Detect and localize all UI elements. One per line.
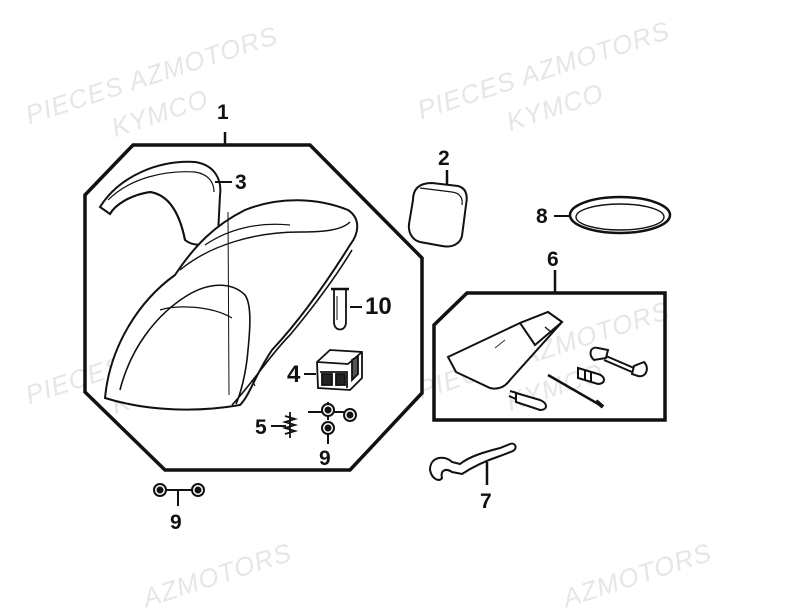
- diagram-drawing: [83, 132, 672, 506]
- wrench-tool: [589, 346, 648, 378]
- pad-part-2: [407, 181, 468, 248]
- bolt-tool: [508, 390, 547, 412]
- parts-diagram: PIECES AZMOTORS KYMCO PIECES AZMOTORS KY…: [22, 15, 716, 613]
- spring-part-5: [281, 412, 299, 438]
- callout-10: 10: [365, 293, 392, 320]
- callout-2: 2: [438, 147, 450, 170]
- callout-7: 7: [480, 490, 492, 513]
- callout-9-inner: 9: [319, 447, 331, 470]
- rod-tool: [547, 373, 605, 409]
- ring-part-8: [568, 195, 672, 235]
- callout-1: 1: [217, 101, 229, 124]
- screwdriver-handle: [577, 366, 605, 386]
- seat-assembly-frame: [83, 143, 424, 472]
- callout-5: 5: [255, 416, 267, 439]
- callout-9-outer: 9: [170, 511, 182, 534]
- fastener-part-9-outer: [153, 483, 205, 506]
- callout-4: 4: [287, 361, 301, 388]
- hook-spanner-part-7: [428, 442, 517, 481]
- callout-3: 3: [235, 171, 247, 194]
- latch-part-4: [316, 349, 363, 391]
- tool-bag: [446, 310, 564, 390]
- backrest-part: [98, 160, 222, 246]
- fastener-part-9-inner: [308, 402, 357, 444]
- toolkit-frame: [432, 291, 667, 422]
- callout-6: 6: [547, 248, 559, 271]
- seat-part: [103, 199, 359, 411]
- callout-8: 8: [536, 205, 548, 228]
- tube-part-10: [331, 287, 349, 331]
